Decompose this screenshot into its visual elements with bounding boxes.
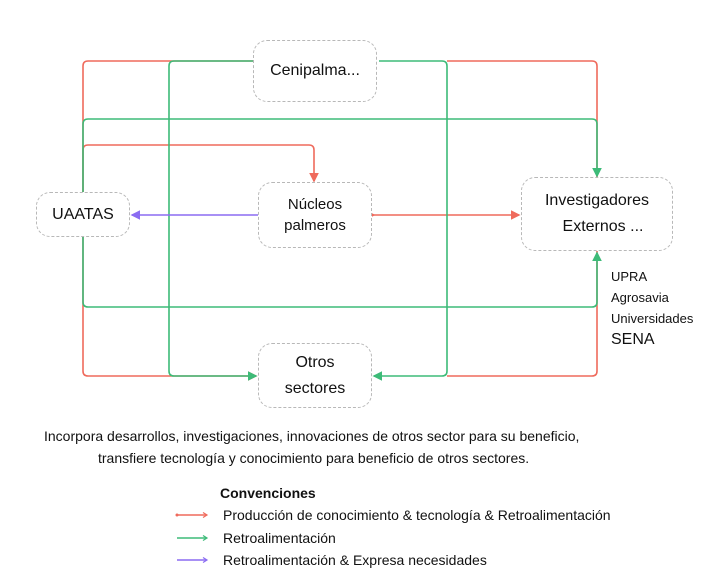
red-line-uaatas-otros: [82, 237, 258, 381]
node-investigadores-label-2: Externos ...: [562, 218, 644, 235]
external-entities-list: UPRA Agrosavia Universidades SENA: [611, 266, 693, 350]
green-line-uaatas-investigadores-bottom: [82, 237, 602, 308]
red-arrow-icon: [175, 511, 209, 519]
external-entity: Agrosavia: [611, 290, 669, 305]
node-otros-label-1: Otros: [295, 353, 335, 371]
node-otros-label-2: sectores: [284, 379, 346, 397]
green-line-cenipalma-otros-left: [168, 60, 258, 381]
legend-title: Convenciones: [220, 485, 316, 501]
node-nucleos-label-2: palmeros: [284, 217, 346, 234]
node-uaatas: UAATAS: [36, 192, 130, 237]
purple-arrow-icon: [177, 556, 209, 564]
legend-item-green: Retroalimentación: [175, 530, 336, 546]
green-arrow-icon: [177, 534, 209, 542]
legend-label: Retroalimentación & Expresa necesidades: [223, 552, 487, 568]
node-nucleos-label-1: Núcleos: [287, 196, 343, 213]
description-line-2: transfiere tecnología y conocimiento par…: [98, 450, 530, 466]
legend-item-red: Producción de conocimiento & tecnología …: [175, 507, 611, 523]
description-line-1: Incorpora desarrollos, investigaciones, …: [44, 428, 580, 444]
node-nucleos-palmeros: Núcleos palmeros: [258, 182, 372, 248]
green-line-uaatas-investigadores-top: [82, 118, 602, 192]
legend-item-purple: Retroalimentación & Expresa necesidades: [175, 552, 487, 568]
external-entity: Universidades: [611, 311, 694, 326]
red-line-uaatas-cenipalma: [82, 60, 253, 192]
node-cenipalma-label: Cenipalma...: [270, 62, 360, 79]
red-line-investigadores-top: [447, 60, 598, 177]
node-otros-sectores: Otros sectores: [258, 343, 372, 408]
green-line-right-loop: [372, 60, 448, 381]
node-investigadores-label-1: Investigadores: [544, 192, 650, 209]
legend-label: Retroalimentación: [223, 530, 336, 546]
legend-label: Producción de conocimiento & tecnología …: [223, 507, 611, 523]
external-entity: UPRA: [611, 269, 648, 284]
node-investigadores-externos: Investigadores Externos ...: [521, 177, 673, 251]
node-uaatas-label: UAATAS: [52, 205, 114, 223]
external-entity: SENA: [611, 331, 655, 348]
red-line-investigadores-otros: [447, 251, 598, 377]
node-cenipalma: Cenipalma...: [253, 40, 377, 102]
